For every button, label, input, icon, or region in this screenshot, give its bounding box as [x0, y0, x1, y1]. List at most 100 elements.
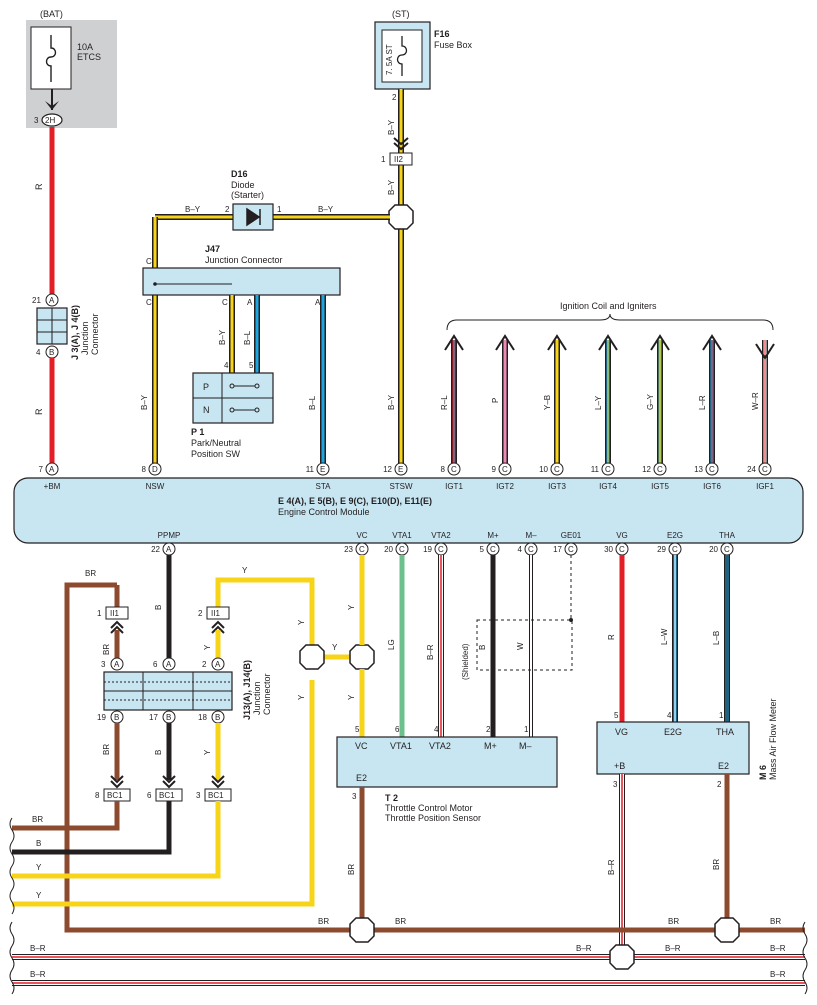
t2-label-vc: VC: [355, 741, 368, 751]
t2-label-mplus: M+: [484, 741, 497, 751]
svg-text:C: C: [146, 298, 152, 307]
ecm-top-pin-letter: C: [605, 465, 611, 474]
j47-connector: [142, 267, 341, 296]
ecm-top-pin-circle: [148, 462, 162, 476]
j3-name1: Junction: [80, 321, 90, 355]
ecm-bottom-pin-label: PPMP: [158, 531, 181, 540]
ecm-bottom-pin-num: 20: [709, 545, 718, 554]
ecm-top-pin-num: 8: [441, 465, 446, 474]
wire-label-lb: L–B: [712, 631, 721, 645]
wire-label-y-5: Y: [297, 694, 306, 700]
wire-label-br-bus-4: BR: [770, 917, 781, 926]
ecm-bottom-pin-label: VC: [356, 531, 367, 540]
ecm-top-pin-circle: [705, 462, 719, 476]
ecm-bottom-pin-letter: C: [438, 545, 444, 554]
ii1-connector-2: [206, 606, 230, 620]
st-connector-chevron: [393, 137, 409, 146]
shield-box: [476, 619, 573, 671]
j13-top-letter-2: A: [166, 660, 172, 669]
m6-label-b: +B: [614, 761, 625, 771]
wire-label-by-p1: B–Y: [218, 329, 227, 345]
wire-label-lr: L–R: [698, 395, 707, 410]
igniters-brace: [446, 313, 774, 331]
p1-pin5: 5: [249, 361, 254, 370]
st-fuse-rating: 7. 5A ST: [385, 44, 394, 75]
ecm-top-pin-circle: [601, 462, 615, 476]
ecm-bottom-pin-letter: C: [672, 545, 678, 554]
wire-label-by-3: B–Y: [387, 394, 396, 410]
ecm-top-pin-num: 13: [694, 465, 703, 474]
break-marks-left: [9, 817, 15, 915]
diode-code: D16: [231, 169, 248, 179]
p1-name1: Park/Neutral: [191, 438, 241, 448]
wire-label-r-bottom: R: [34, 408, 44, 415]
wire-label-br-t2: BR: [347, 864, 356, 875]
p1-pin4: 4: [224, 361, 229, 370]
ecm-bottom-pin-label: VTA1: [392, 531, 412, 540]
svg-text:C: C: [222, 298, 228, 307]
ecm-bottom-pin-label: M+: [487, 531, 499, 540]
ecm-top-pin-circle: [758, 462, 772, 476]
ecm-top-pin-letter: C: [554, 465, 560, 474]
ecm-bottom-pin-num: 29: [657, 545, 666, 554]
j13-bot-letter-3: B: [215, 713, 220, 722]
j3-pin-top: 21: [32, 296, 41, 305]
wire-label-b-r-3: B–R: [665, 944, 681, 953]
m6-label-tha: THA: [716, 727, 734, 737]
wire-label-y-8: Y: [347, 694, 356, 700]
ii2-pin: 1: [381, 155, 386, 164]
t2-label-e2: E2: [356, 773, 367, 783]
bc1-pin-3: 3: [196, 791, 201, 800]
ecm-bottom-pin-letter: A: [166, 545, 172, 554]
m6-pin-tha: 1: [719, 711, 724, 720]
splice-vc-left: [299, 644, 325, 670]
p1-pos-n: N: [203, 405, 210, 415]
j13-bot-num-3: 18: [198, 713, 207, 722]
splice-b-r: [609, 944, 635, 970]
bat-fuse-rating: 10A: [77, 42, 93, 52]
j13-top-num-1: 3: [101, 660, 106, 669]
ecm-top-pin-label: STA: [316, 482, 332, 491]
ecm-top-pin-num: 7: [39, 465, 44, 474]
bc1-name-2: BC1: [159, 791, 175, 800]
ecm-bottom-pin-letter: C: [619, 545, 625, 554]
m6-name: Mass Air Flow Meter: [768, 698, 778, 780]
j13-pin-circles: [110, 657, 225, 724]
ecm-bottom-pin-letter: C: [359, 545, 365, 554]
m6-component: [596, 721, 750, 775]
ecm-top-pin-num: 11: [591, 465, 600, 474]
ecm-top-pin-letter: C: [502, 465, 508, 474]
ecm-top-pin-num: 12: [383, 465, 392, 474]
t2-name1: Throttle Control Motor: [385, 803, 473, 813]
wire-label-by-nsw: B–Y: [140, 394, 149, 410]
wire-label-y-exit: Y: [36, 863, 42, 872]
wire-label-r-vg: R: [607, 634, 616, 640]
t2-pin-vta2: 4: [434, 725, 439, 734]
ecm-title: E 4(A), E 5(B), E 9(C), E10(D), E11(E): [278, 496, 432, 506]
wire-label-br-plusb: B–R: [607, 859, 616, 875]
ecm-top-pin-label: +BM: [44, 482, 61, 491]
wire-br-exit: [12, 801, 120, 831]
ecm-bottom-pin-label: E2G: [667, 531, 683, 540]
diode-symbol: [246, 207, 261, 227]
p1-name2: Position SW: [191, 449, 241, 459]
p1-code: P 1: [191, 427, 204, 437]
j13-top-num-2: 6: [153, 660, 158, 669]
wire-label-b-1: B: [154, 605, 163, 610]
ecm-top-pin-num: 9: [492, 465, 497, 474]
bc1-pin-2: 6: [147, 791, 152, 800]
splice-br-t2: [349, 917, 375, 943]
ecm-bottom-pin-num: 5: [480, 545, 485, 554]
wire-label-b-r-vta2: B–R: [426, 644, 435, 660]
t2-e2-pin: 3: [352, 792, 357, 801]
ecm-top-pin-num: 10: [539, 465, 548, 474]
wire-label-b-2: B: [154, 750, 163, 755]
ii1-name-2: II1: [211, 609, 220, 618]
wire-label-b-r-2: B–R: [576, 944, 592, 953]
wire-label-y-3: Y: [203, 749, 212, 755]
wire-label-yb: Y–B: [543, 395, 552, 410]
t2-component: [336, 736, 558, 788]
ecm-bottom-pin-num: 19: [423, 545, 432, 554]
diode-name: Diode: [231, 180, 255, 190]
